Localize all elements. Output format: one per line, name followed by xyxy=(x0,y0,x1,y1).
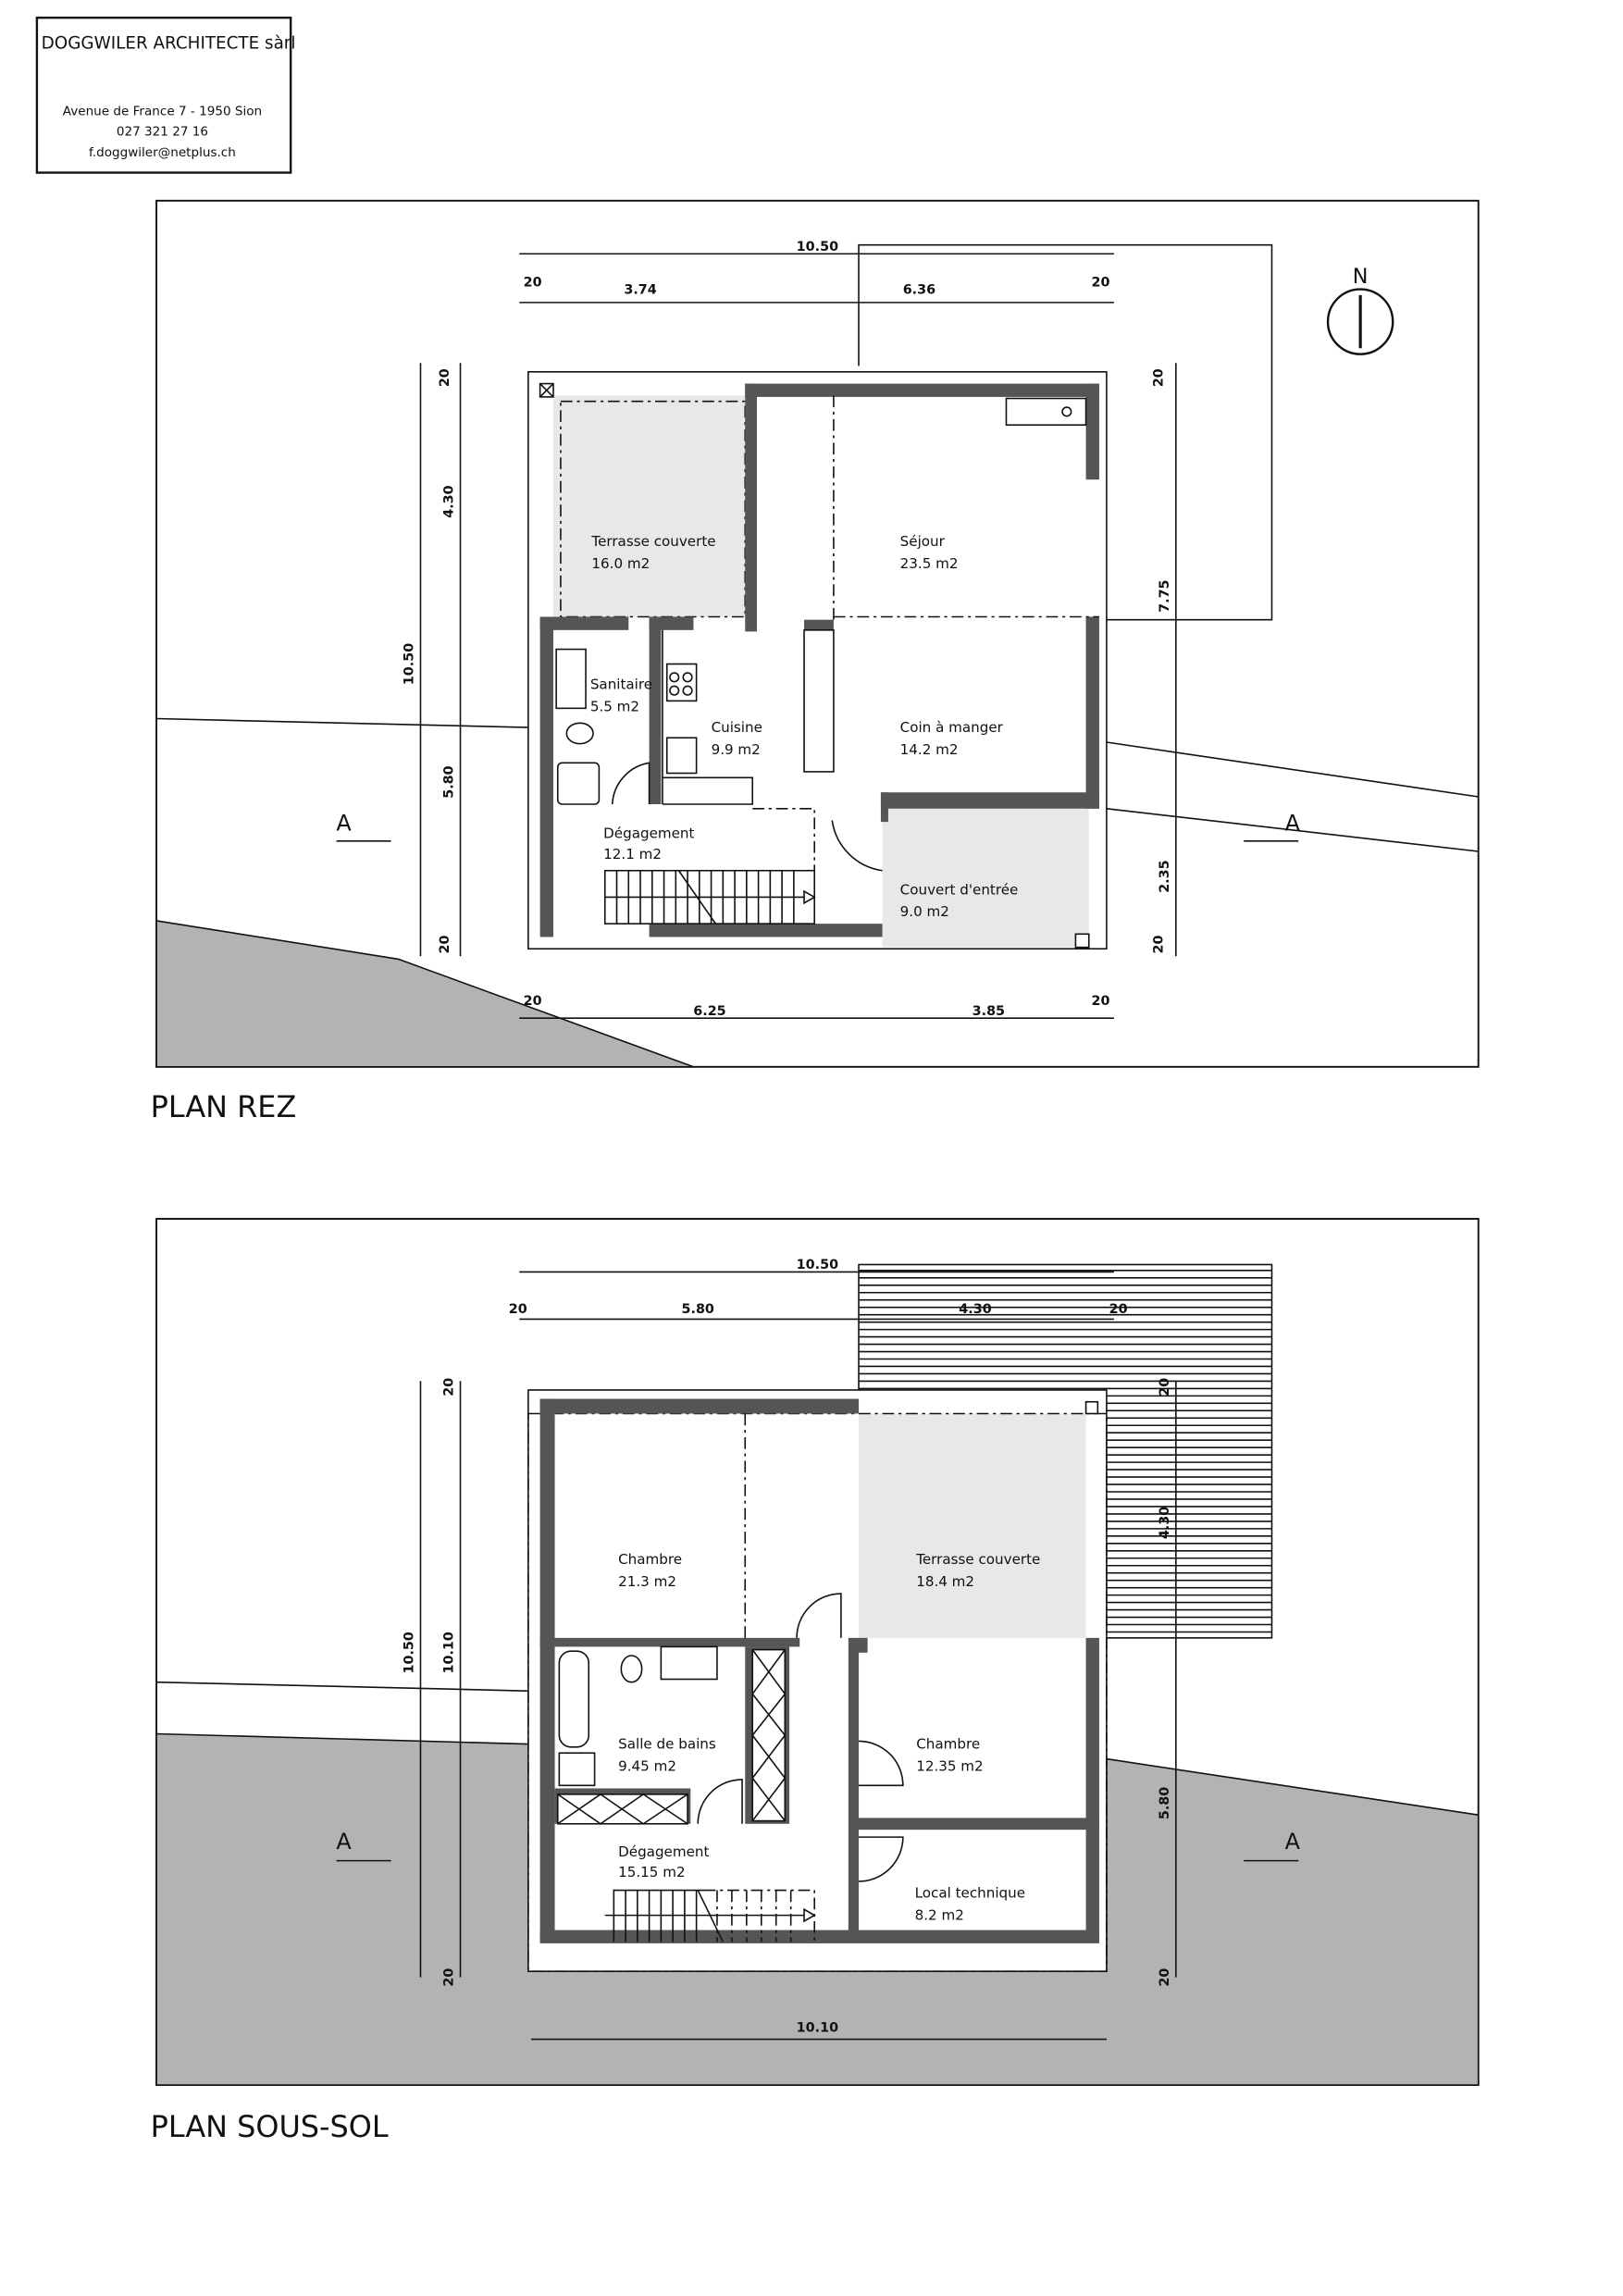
svg-text:Local technique: Local technique xyxy=(915,1884,1025,1901)
svg-text:20: 20 xyxy=(1158,1968,1172,1987)
svg-text:3.74: 3.74 xyxy=(624,282,656,297)
svg-text:20: 20 xyxy=(524,275,542,290)
upper-outline xyxy=(858,243,1273,621)
svg-text:4.30: 4.30 xyxy=(442,485,457,517)
svg-text:Dégagement: Dégagement xyxy=(603,825,694,842)
svg-text:12.35 m2: 12.35 m2 xyxy=(916,1757,983,1774)
svg-text:6.36: 6.36 xyxy=(903,282,935,297)
svg-text:21.3 m2: 21.3 m2 xyxy=(618,1573,676,1590)
svg-text:15.15 m2: 15.15 m2 xyxy=(618,1864,685,1880)
room-labels: Terrasse couverte 16.0 m2 Séjour 23.5 m2 S… xyxy=(590,533,1019,920)
svg-text:Coin à manger: Coin à manger xyxy=(900,719,1004,736)
svg-text:N: N xyxy=(1353,265,1369,289)
svg-text:10.50: 10.50 xyxy=(402,643,416,685)
svg-text:6.25: 6.25 xyxy=(693,1004,725,1019)
svg-text:4.30: 4.30 xyxy=(1158,1507,1172,1539)
svg-text:20: 20 xyxy=(524,994,542,1009)
svg-text:16.0 m2: 16.0 m2 xyxy=(591,555,650,572)
svg-text:2.35: 2.35 xyxy=(1158,860,1172,892)
svg-text:20: 20 xyxy=(442,1968,457,1987)
svg-text:Chambre: Chambre xyxy=(916,1735,980,1752)
svg-text:5.80: 5.80 xyxy=(682,1302,714,1317)
svg-text:10.50: 10.50 xyxy=(797,1258,838,1272)
svg-text:Chambre: Chambre xyxy=(618,1551,682,1568)
svg-text:9.45 m2: 9.45 m2 xyxy=(618,1757,676,1774)
staircase xyxy=(603,869,816,925)
svg-text:Séjour: Séjour xyxy=(900,533,946,550)
svg-text:12.1 m2: 12.1 m2 xyxy=(603,846,662,863)
dimensions: 10.50 20 3.74 6.36 20 10.50 20 4.30 5.80… xyxy=(402,240,1177,1019)
svg-text:9.0 m2: 9.0 m2 xyxy=(900,903,949,920)
svg-text:20: 20 xyxy=(442,1378,457,1396)
svg-text:5.80: 5.80 xyxy=(1158,1787,1172,1819)
plan-title: PLAN REZ xyxy=(151,1089,297,1124)
svg-text:20: 20 xyxy=(1158,1378,1172,1396)
staircase xyxy=(604,1889,816,1942)
svg-text:Couvert d'entrée: Couvert d'entrée xyxy=(900,881,1019,898)
svg-text:9.9 m2: 9.9 m2 xyxy=(712,741,761,758)
svg-text:20: 20 xyxy=(1109,1302,1128,1317)
firm-phone: 027 321 27 16 xyxy=(117,125,208,140)
dimensions: 10.50 20 5.80 4.30 20 10.50 20 10.10 20 … xyxy=(402,1258,1177,2041)
svg-text:20: 20 xyxy=(1151,368,1166,387)
section-marker: A xyxy=(1285,1829,1301,1855)
section-marker: A xyxy=(336,1829,352,1855)
svg-text:Cuisine: Cuisine xyxy=(712,719,762,736)
svg-text:4.30: 4.30 xyxy=(959,1302,991,1317)
svg-text:Terrasse couverte: Terrasse couverte xyxy=(590,533,715,550)
svg-text:23.5 m2: 23.5 m2 xyxy=(900,555,959,572)
svg-text:10.10: 10.10 xyxy=(797,2021,838,2036)
walls xyxy=(539,383,1099,937)
svg-text:7.75: 7.75 xyxy=(1158,579,1172,612)
svg-text:3.85: 3.85 xyxy=(973,1004,1005,1019)
svg-text:5.5 m2: 5.5 m2 xyxy=(590,699,639,715)
svg-text:10.50: 10.50 xyxy=(402,1632,416,1673)
svg-text:Salle de bains: Salle de bains xyxy=(618,1735,716,1752)
svg-text:20: 20 xyxy=(509,1302,527,1317)
svg-text:5.80: 5.80 xyxy=(442,765,457,798)
ground-line xyxy=(156,717,528,728)
plan-title: PLAN SOUS-SOL xyxy=(151,2109,389,2144)
section-marker: A xyxy=(1285,811,1301,837)
svg-text:20: 20 xyxy=(1092,275,1110,290)
svg-text:20: 20 xyxy=(438,368,452,387)
svg-text:20: 20 xyxy=(438,935,452,953)
svg-text:Sanitaire: Sanitaire xyxy=(590,676,652,693)
svg-text:10.10: 10.10 xyxy=(442,1632,457,1673)
svg-text:20: 20 xyxy=(1092,994,1110,1009)
svg-text:18.4 m2: 18.4 m2 xyxy=(916,1573,974,1590)
firm-address: Avenue de France 7 - 1950 Sion xyxy=(63,104,262,118)
svg-text:20: 20 xyxy=(1151,935,1166,953)
plan-rez: N xyxy=(155,199,1480,1068)
firm-email: f.doggwiler@netplus.ch xyxy=(89,145,236,160)
section-marker: A xyxy=(336,811,352,837)
north-arrow-icon: N xyxy=(1326,265,1394,355)
svg-text:8.2 m2: 8.2 m2 xyxy=(915,1906,964,1923)
firm-name: DOGGWILER ARCHITECTE sàrl xyxy=(42,34,296,54)
svg-text:14.2 m2: 14.2 m2 xyxy=(900,741,959,758)
svg-text:10.50: 10.50 xyxy=(797,240,838,254)
svg-text:Terrasse couverte: Terrasse couverte xyxy=(915,1551,1040,1568)
terrain xyxy=(155,920,694,1068)
svg-text:Dégagement: Dégagement xyxy=(618,1843,709,1860)
title-block: DOGGWILER ARCHITECTE sàrl Avenue de Fran… xyxy=(35,16,296,174)
